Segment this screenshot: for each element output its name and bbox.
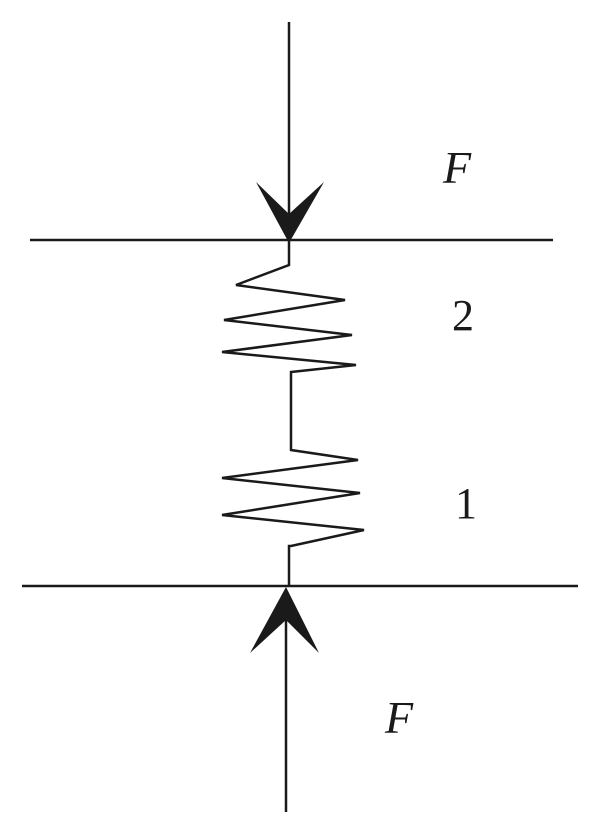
force-label-top: F bbox=[442, 142, 472, 193]
spring-2 bbox=[221, 240, 357, 380]
force-label-bottom: F bbox=[384, 692, 414, 743]
bottom-force-arrowhead bbox=[250, 587, 319, 653]
spring-label-1: 1 bbox=[455, 479, 477, 528]
top-force-arrowhead bbox=[256, 182, 324, 243]
spring-1 bbox=[221, 446, 365, 586]
spring-label-2: 2 bbox=[452, 291, 474, 340]
